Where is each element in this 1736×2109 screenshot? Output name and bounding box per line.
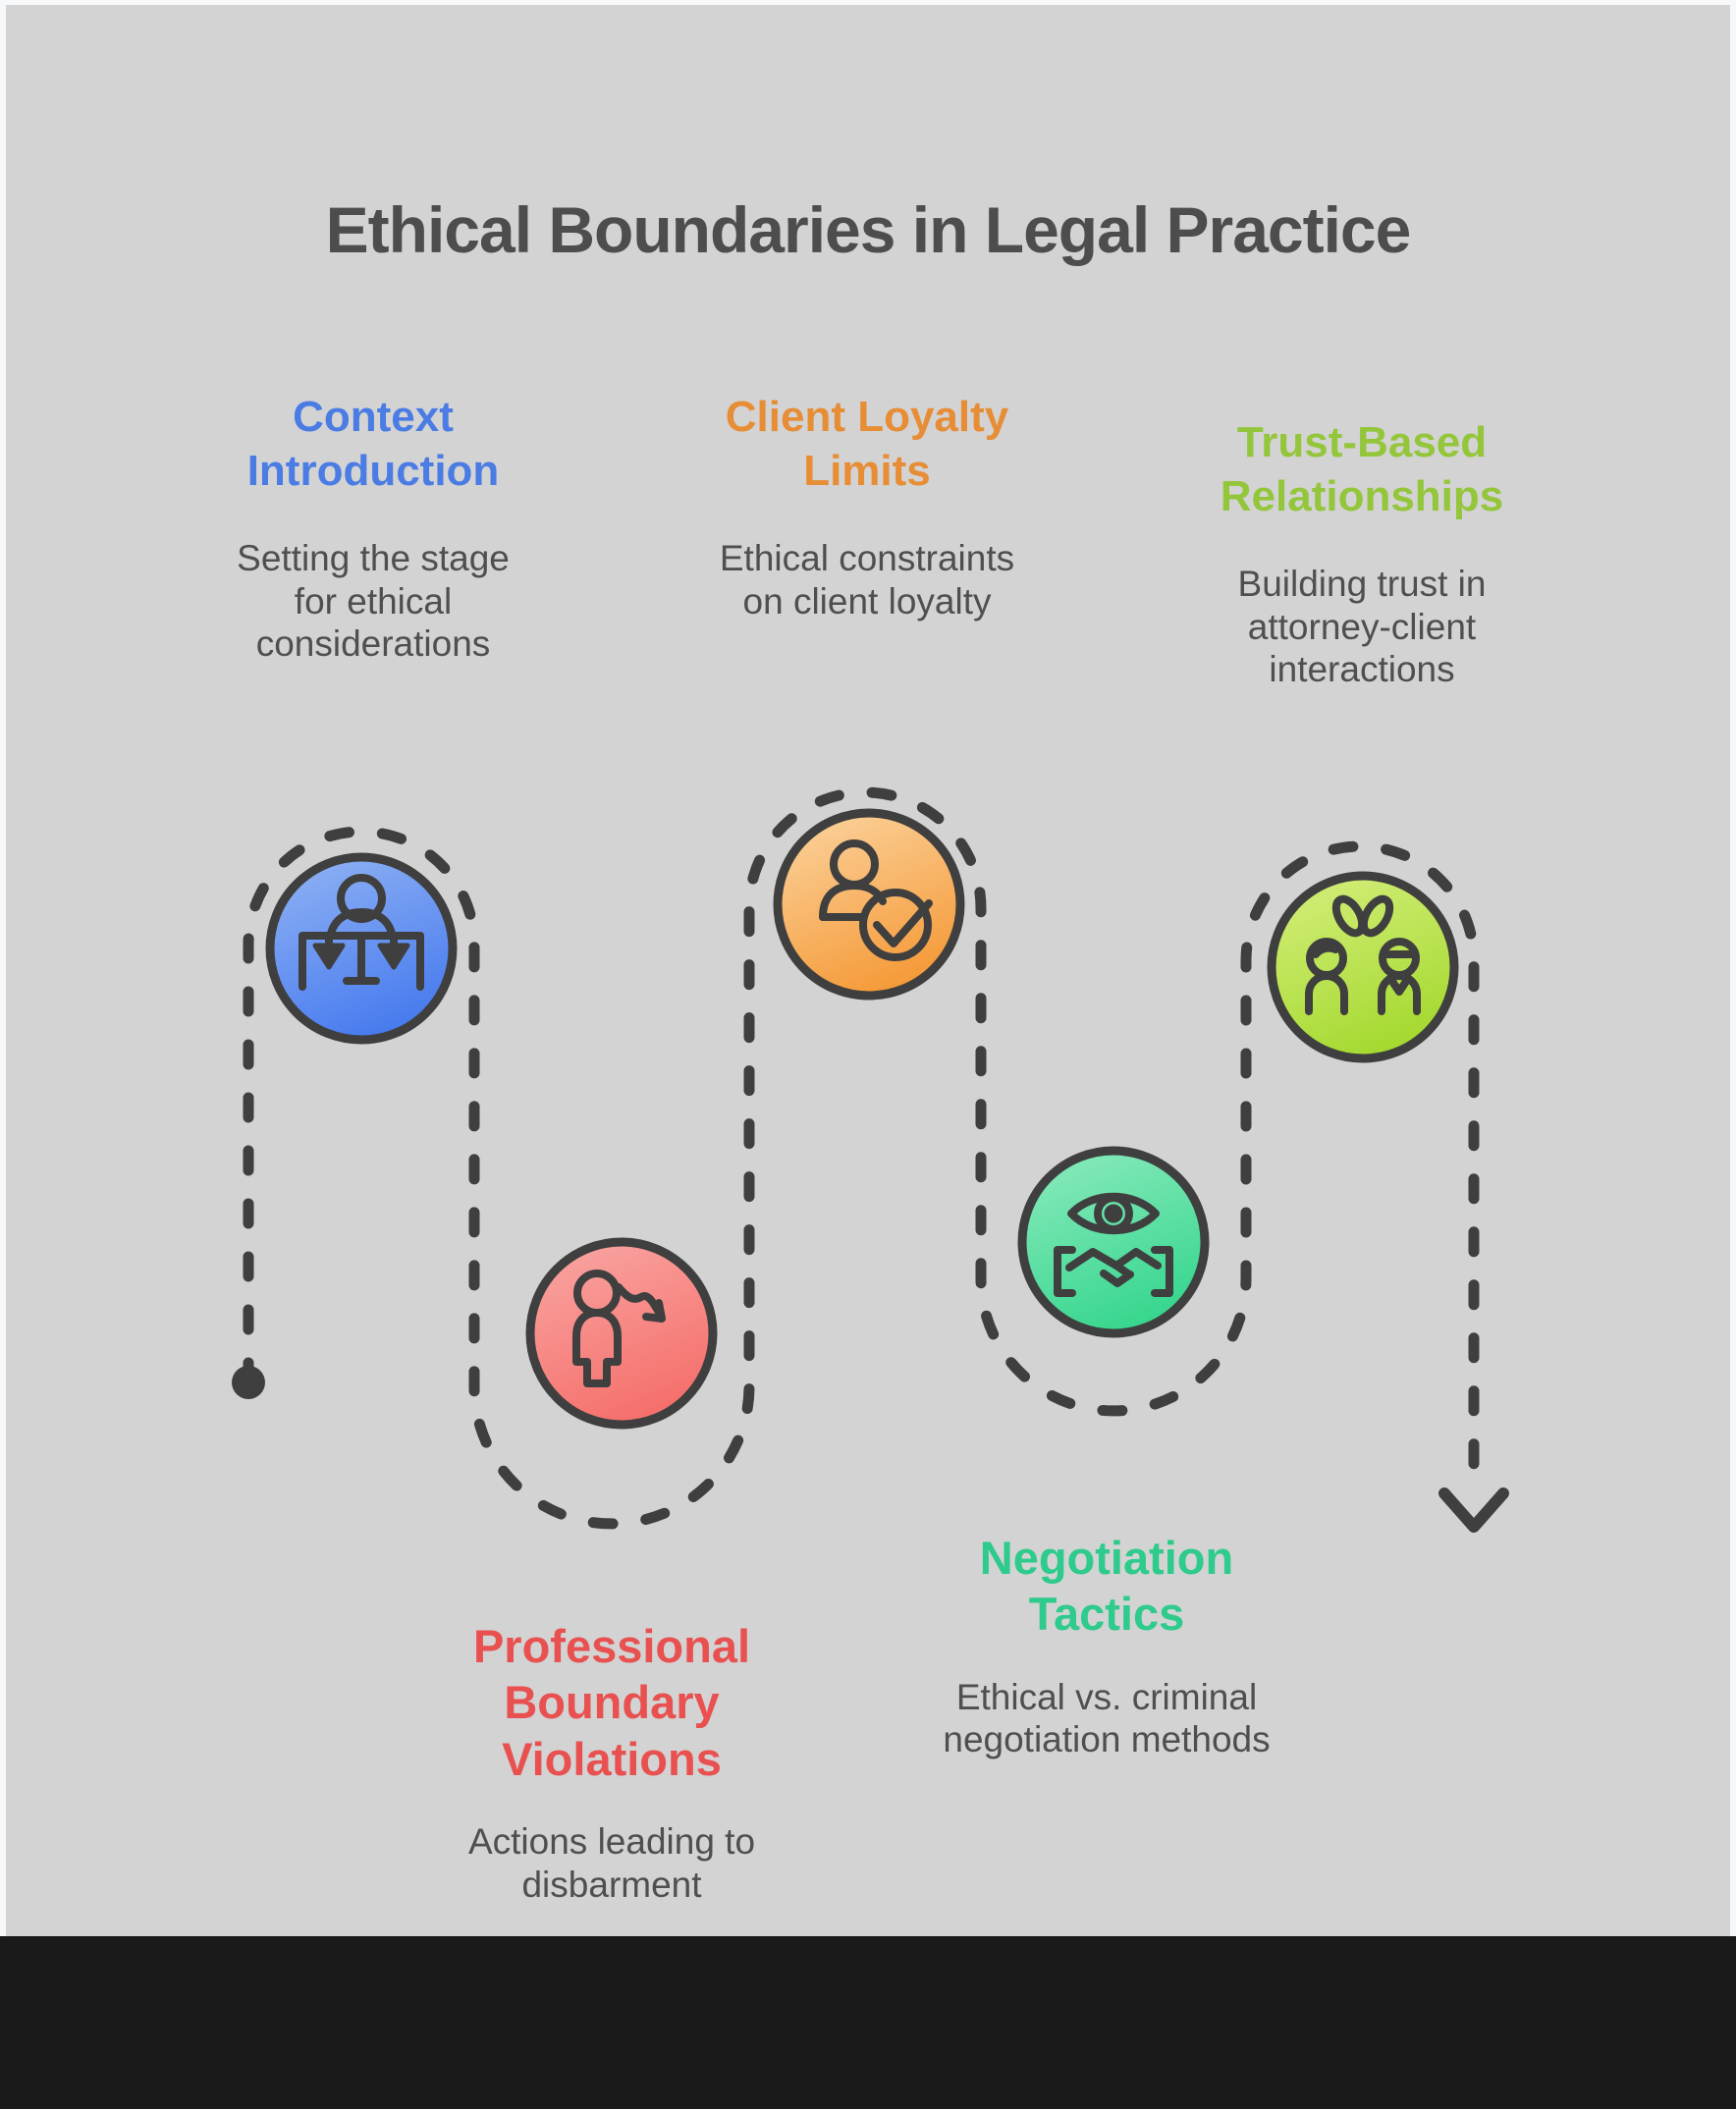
journey-path xyxy=(243,786,1480,1530)
footer-bar xyxy=(0,1936,1736,2109)
node-professional-boundary-violations xyxy=(525,1237,718,1430)
node-trust-based-relationships xyxy=(1267,871,1459,1063)
people-heart-icon xyxy=(1305,894,1421,1015)
step-label-client-loyalty-limits: Client Loyalty Limits Ethical constraint… xyxy=(720,391,1014,622)
step-description: Actions leading to disbarment xyxy=(467,1820,756,1905)
step-title: Negotiation Tactics xyxy=(979,1532,1234,1641)
step-title: Trust-Based Relationships xyxy=(1220,418,1504,520)
person-check-icon xyxy=(819,839,933,961)
step-label-trust-based-relationships: Trust-Based Relationships Building trust… xyxy=(1221,416,1504,691)
step-description: Setting the stage for ethical considerat… xyxy=(237,538,510,665)
node-client-loyalty-limits xyxy=(773,808,965,1000)
person-decline-arrow-icon xyxy=(572,1270,666,1387)
step-title: Context Introduction xyxy=(246,393,500,495)
step-description: Ethical vs. criminal negotiation methods xyxy=(943,1676,1271,1760)
page-title: Ethical Boundaries in Legal Practice xyxy=(325,193,1412,266)
arrow-end-icon xyxy=(1438,1487,1509,1533)
step-description: Building trust in attorney-client intera… xyxy=(1237,564,1487,690)
node-negotiation-tactics xyxy=(1017,1146,1210,1338)
node-context-introduction xyxy=(265,852,458,1045)
step-description: Ethical constraints on client loyalty xyxy=(719,538,1015,622)
step-label-professional-boundary-violations: Professional Boundary Violations Actions… xyxy=(468,1618,755,1906)
eye-handshake-icon xyxy=(1054,1192,1173,1297)
step-label-negotiation-tactics: Negotiation Tactics Ethical vs. criminal… xyxy=(943,1530,1270,1761)
step-label-context-introduction: Context Introduction Setting the stage f… xyxy=(237,391,510,666)
step-title: Professional Boundary Violations xyxy=(472,1620,751,1785)
person-scales-icon xyxy=(298,874,424,991)
path-start-dot xyxy=(232,1366,265,1399)
step-title: Client Loyalty Limits xyxy=(725,393,1009,495)
